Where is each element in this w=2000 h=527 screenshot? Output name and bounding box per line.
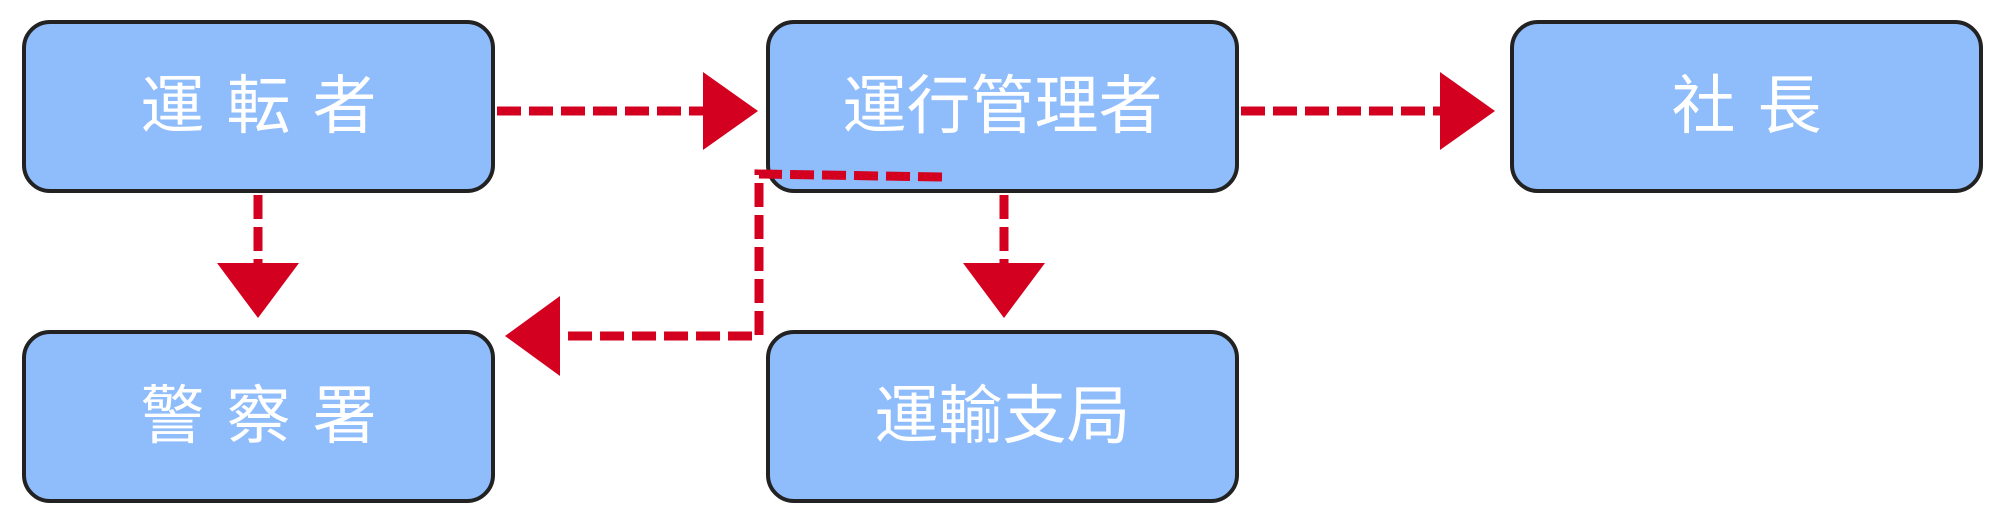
node-police-station-label: 警察署: [140, 379, 399, 454]
arrow-manager-to-president: [1241, 72, 1495, 150]
node-driver: 運転者: [22, 20, 495, 193]
node-transport-bureau-label: 運輸支局: [874, 379, 1131, 454]
node-operation-manager-label: 運行管理者: [842, 69, 1163, 144]
arrow-driver-to-police: [217, 195, 299, 318]
node-president-label: 社長: [1671, 69, 1844, 144]
node-transport-bureau: 運輸支局: [766, 330, 1239, 503]
node-police-station: 警察署: [22, 330, 495, 503]
arrow-driver-to-manager: [497, 72, 758, 150]
arrow-manager-to-transport: [963, 195, 1045, 318]
node-operation-manager: 運行管理者: [766, 20, 1239, 193]
node-president: 社長: [1510, 20, 1983, 193]
node-driver-label: 運転者: [140, 69, 399, 144]
